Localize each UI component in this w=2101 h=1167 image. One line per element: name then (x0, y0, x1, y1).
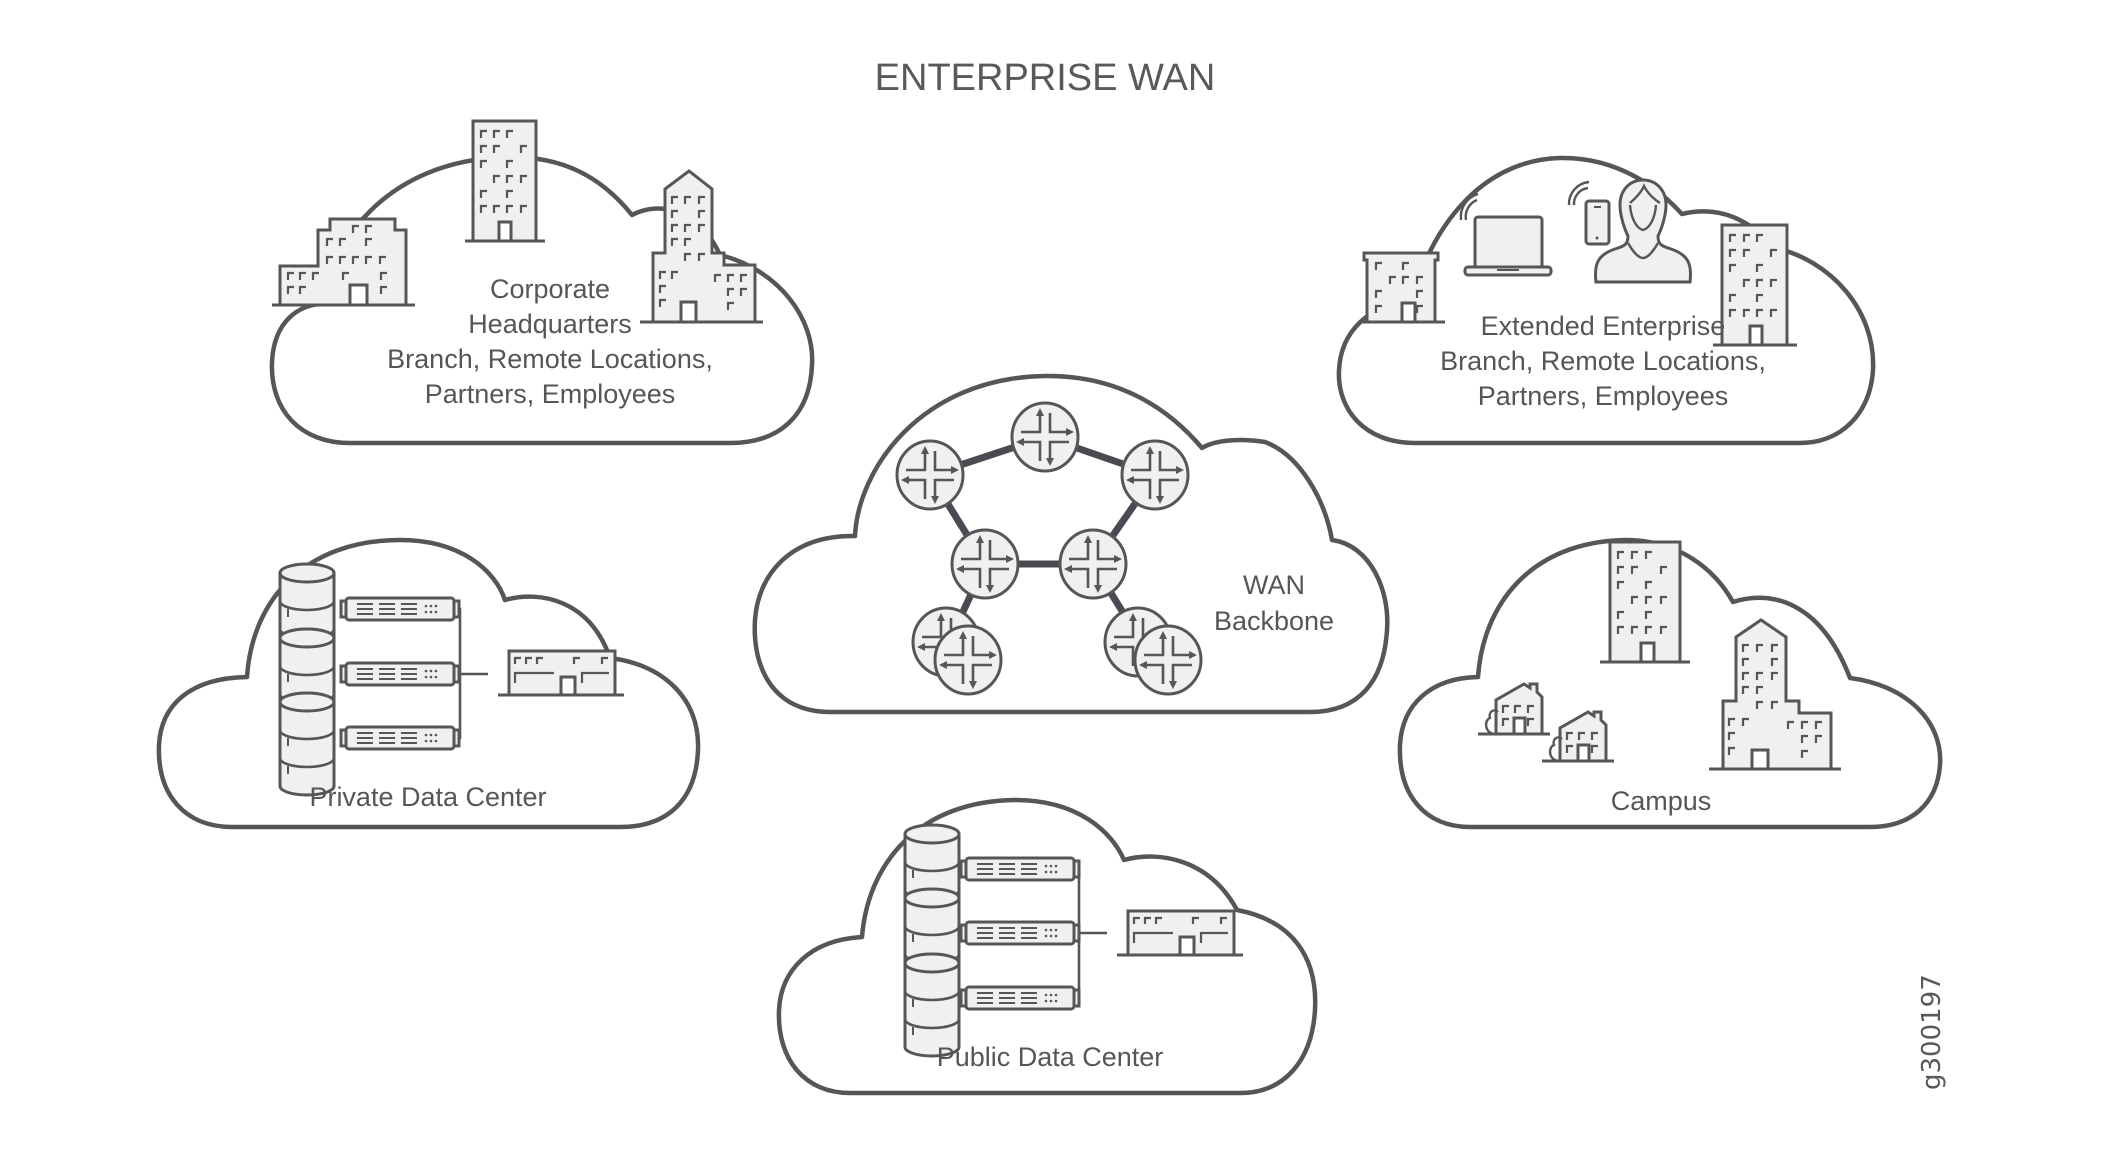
cloud-extended-enterprise: Extended Enterprise Branch, Remote Locat… (1336, 155, 1876, 446)
skyscraper-icon (1709, 618, 1841, 771)
office-tower-icon (1713, 223, 1797, 347)
cloud-label-line: Partners, Employees (1478, 381, 1729, 411)
cloud-corporate-hq: Corporate Headquarters Branch, Remote Lo… (269, 119, 815, 446)
house-icon (1478, 682, 1550, 736)
cloud-label-line: Extended Enterprise (1481, 311, 1726, 341)
cloud-label-line: Corporate (490, 274, 610, 304)
figure-id: g300197 (1917, 974, 1947, 1090)
cloud-label-line: Partners, Employees (425, 379, 676, 409)
server-appliance-icon (959, 856, 1081, 882)
router-icon (895, 439, 965, 511)
router-icon (1120, 439, 1190, 511)
cloud-public-data-center: Public Data Center (776, 797, 1318, 1096)
house-icon (1542, 710, 1614, 763)
server-appliance-icon (339, 596, 461, 622)
cloud-label-line: Branch, Remote Locations, (387, 344, 713, 374)
data-center-building-icon (496, 649, 626, 697)
cloud-label-line: Public Data Center (937, 1042, 1164, 1072)
cloud-label-line: Headquarters (468, 309, 632, 339)
laptop-wifi-icon (1459, 192, 1553, 277)
database-icon (903, 952, 961, 1058)
cloud-private-data-center: Private Data Center (156, 537, 701, 830)
data-center-building-icon (1115, 909, 1245, 957)
office-tower-icon (465, 119, 545, 243)
employee-person-icon (1594, 178, 1692, 284)
cloud-label-line: Campus (1611, 786, 1712, 816)
cloud-label-line: Private Data Center (309, 782, 546, 812)
database-icon (278, 691, 336, 797)
diagram-title: ENTERPRISE WAN (875, 57, 1216, 99)
router-icon (950, 528, 1020, 600)
office-building-icon (1359, 251, 1445, 324)
router-icon (933, 624, 1003, 696)
cloud-label-line: WAN (1243, 570, 1305, 600)
server-appliance-icon (339, 661, 461, 687)
server-appliance-icon (959, 985, 1081, 1011)
cloud-label-line: Branch, Remote Locations, (1440, 346, 1766, 376)
cloud-wan-backbone: WAN Backbone (752, 373, 1390, 715)
mobile-phone-wifi-icon (1567, 180, 1611, 246)
server-appliance-icon (339, 725, 461, 751)
server-appliance-icon (959, 920, 1081, 946)
office-tower-icon (1600, 540, 1690, 664)
skyscraper-icon (640, 169, 763, 324)
router-icon (1058, 528, 1128, 600)
cloud-label-line: Backbone (1214, 606, 1334, 636)
router-icon (1133, 624, 1203, 696)
cloud-campus: Campus (1397, 537, 1943, 830)
router-icon (1010, 401, 1080, 473)
office-building-icon (272, 217, 415, 307)
